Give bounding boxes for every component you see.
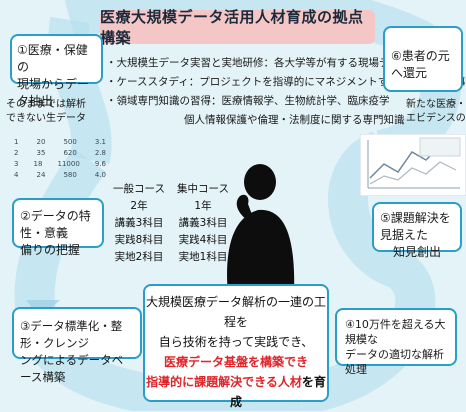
diagram-title: 医療大規模データ活用人材育成の拠点構築	[100, 8, 375, 47]
goal-line-mixed: 指導的に課題解決できる人材を育成	[145, 372, 327, 412]
goal-line: 自ら技術を持って実践でき、	[158, 335, 314, 349]
table-cell: 3.1	[94, 138, 106, 146]
table-cell: 20	[36, 138, 46, 146]
course-row: 実地2科目 実地1科目	[110, 248, 240, 265]
table-cell: 620	[63, 149, 77, 157]
table-row: 3 18 11000 9.6	[14, 160, 106, 171]
step-box-6: ⑥患者の元へ還元	[383, 26, 463, 92]
caption-line: 新たな医療・健康	[406, 99, 466, 110]
raw-data-caption: そのままでは解析 できない生データ	[6, 98, 86, 126]
evidence-caption: 新たな医療・健康 エビデンスの創出	[406, 98, 466, 126]
bullet-list: ・大規模生データ実習と実地研修：各大学等が有する現場データを使用 ・ケーススタデ…	[106, 54, 466, 130]
step-box-1: ①医療・保健の 現場からデータ抽出	[10, 34, 103, 108]
bullet-continuation: 個人情報保護や倫理・法制度に関する専門知識	[184, 114, 405, 126]
course-row: 講義3科目 講義3科目	[110, 214, 240, 231]
caption-line: できない生データ	[6, 113, 86, 124]
step-box-line: 現場からデータ抽出	[17, 77, 90, 108]
step-box-line: ⑥患者の元へ還元	[391, 49, 450, 80]
table-cell: 24	[36, 171, 46, 179]
goal-highlight-text: 課題解決できる人材	[194, 375, 302, 389]
table-cell: 1	[14, 138, 19, 146]
course-cell: 1年	[194, 200, 212, 212]
table-cell: 11000	[57, 160, 80, 168]
table-cell: 4	[14, 171, 19, 179]
step-box-4: ④10万件を超える大規模な データの適切な解析処理	[335, 308, 457, 376]
table-row: 2 35 620 2.8	[14, 149, 106, 160]
course-row: 実践8科目 実践4科目	[110, 231, 240, 248]
table-cell: 9.6	[94, 160, 106, 168]
table-cell: 500	[63, 138, 77, 146]
table-row: 1 20 500 3.1	[14, 138, 106, 149]
course-cell: 実地2科目	[114, 251, 164, 263]
thinking-person-silhouette-icon	[227, 164, 295, 295]
raw-data-table: 1 20 500 3.1 2 35 620 2.8 3 18 11000 9.6…	[14, 138, 106, 186]
course-row: 2年 1年	[110, 197, 240, 214]
course-cell: 講義3科目	[114, 217, 164, 229]
step-box-2: ②データの特性・意義 偏りの把握	[12, 198, 104, 257]
course-cell: 実践8科目	[114, 234, 164, 246]
table-cell: 3	[14, 160, 19, 168]
bullet-item: ・ケーススタディ：プロジェクトを指導的にマネジメントする能力を身につける	[106, 76, 466, 88]
table-row: 4 24 580 4.0	[14, 171, 106, 182]
goal-text: を育成	[229, 375, 326, 409]
course-table: 一般コース 集中コース 2年 1年 講義3科目 講義3科目 実践8科目 実践4科…	[110, 180, 240, 265]
course-header: 一般コース	[113, 183, 165, 195]
goal-highlight-line: 医療データ基盤を構築でき	[163, 355, 308, 369]
step-box-line: ングによるデータベース構築	[20, 353, 124, 384]
table-cell: 18	[33, 160, 43, 168]
goal-line: 大規模医療データ解析の一連の工程を	[145, 295, 326, 329]
table-cell: 2.8	[94, 149, 106, 157]
bullet-item: ・大規模生データ実習と実地研修：各大学等が有する現場データを使用	[106, 57, 442, 69]
evidence-chart-icon	[360, 134, 466, 196]
step-box-5: ⑤課題解決を見据えた 知見創出	[372, 202, 462, 259]
step-box-line: ④10万件を超える大規模な	[345, 318, 446, 346]
course-cell: 2年	[130, 200, 148, 212]
caption-line: そのままでは解析	[6, 99, 86, 110]
table-cell: 35	[36, 149, 46, 157]
table-cell: 580	[63, 171, 77, 179]
bullet-item: ・領域専門知識の習得：医療情報学、生物統計学、臨床疫学	[106, 95, 390, 107]
step-box-line: ⑤課題解決を見据えた	[380, 211, 451, 242]
step-box-3: ③データ標準化・整形・クレンジ ングによるデータベース構築	[12, 307, 142, 384]
step-box-line: 偏りの把握	[20, 243, 81, 257]
table-cell: 2	[14, 149, 19, 157]
course-header-row: 一般コース 集中コース	[110, 180, 240, 197]
course-cell: 実地1科目	[178, 251, 228, 263]
course-cell: 実践4科目	[178, 234, 228, 246]
course-cell: 講義3科目	[178, 217, 228, 229]
step-box-line: ②データの特性・意義	[20, 209, 91, 240]
goal-summary-box: 大規模医療データ解析の一連の工程を 自ら技術を持って実践でき、 医療データ基盤を…	[143, 284, 329, 409]
step-box-line: 知見創出	[392, 245, 441, 259]
step-box-line: ③データ標準化・整形・クレンジ	[20, 319, 123, 350]
step-box-line: データの適切な解析処理	[345, 348, 444, 376]
table-cell: 4.0	[94, 171, 106, 179]
course-header: 集中コース	[177, 183, 229, 195]
caption-line: エビデンスの創出	[406, 113, 466, 124]
goal-highlight-text: 指導的に	[146, 375, 195, 389]
step-box-line: ①医療・保健の	[17, 43, 88, 74]
